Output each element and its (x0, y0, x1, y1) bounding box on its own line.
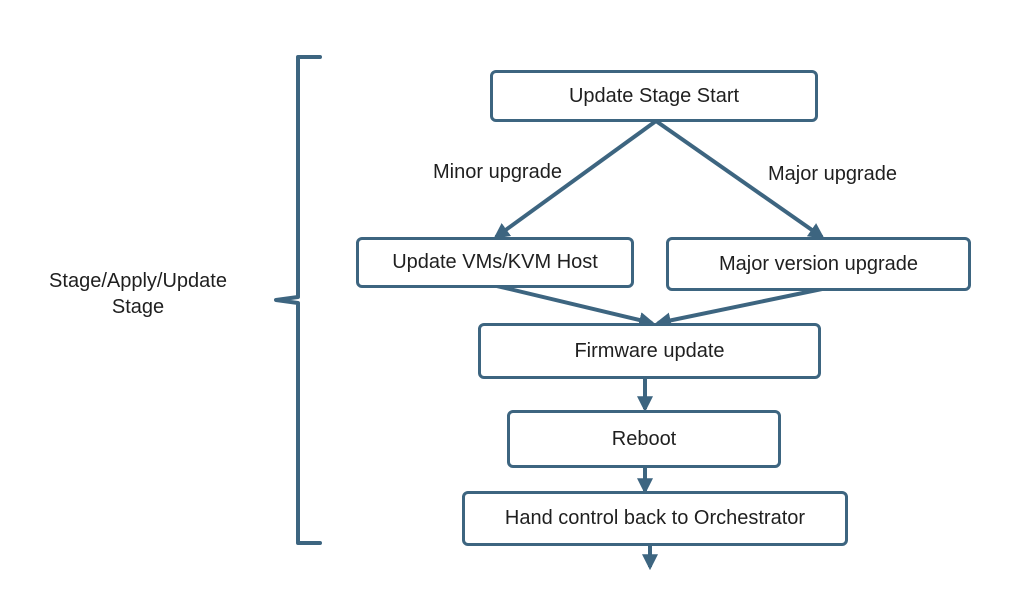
node-update-vms-kvm-host: Update VMs/KVM Host (356, 237, 634, 288)
edge-label-minor-upgrade: Minor upgrade (433, 161, 562, 183)
arrow-major-upgrade (654, 119, 825, 239)
edge-label-major-upgrade: Major upgrade (768, 163, 897, 185)
stage-label: Stage/Apply/Update Stage (26, 268, 250, 320)
stage-bracket (274, 55, 322, 545)
stage-label-line-1: Stage/Apply/Update (49, 270, 227, 292)
stage-label-line-2: Stage (111, 296, 165, 318)
arrow-minor-upgrade (493, 119, 658, 239)
node-major-version-upgrade: Major version upgrade (666, 237, 971, 291)
node-hand-control-back: Hand control back to Orchestrator (462, 491, 848, 546)
node-update-stage-start: Update Stage Start (490, 70, 818, 122)
arrow-vms-to-firmware (496, 284, 656, 328)
node-firmware-update: Firmware update (478, 323, 821, 379)
arrow-major-to-firmware (654, 287, 823, 329)
node-reboot: Reboot (507, 410, 781, 468)
